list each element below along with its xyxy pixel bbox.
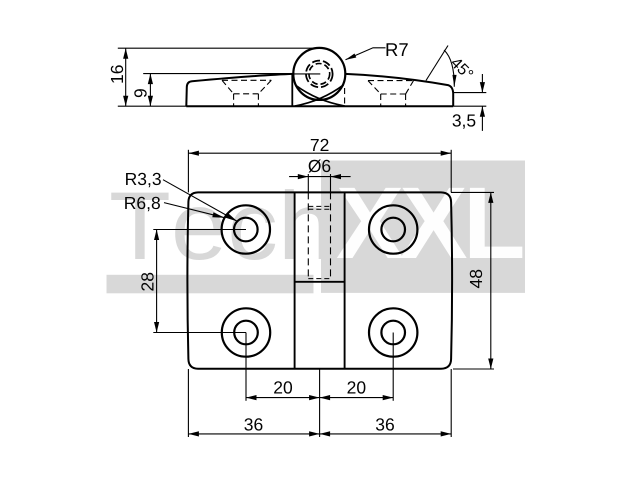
svg-text:36: 36: [375, 414, 394, 434]
svg-text:48: 48: [466, 269, 486, 288]
svg-text:45°: 45°: [447, 54, 476, 83]
svg-text:XXL: XXL: [336, 166, 523, 280]
svg-text:R6,8: R6,8: [124, 193, 161, 213]
svg-text:R3,3: R3,3: [125, 169, 162, 189]
svg-text:20: 20: [347, 377, 367, 397]
svg-text:28: 28: [138, 272, 158, 291]
svg-text:Ø6: Ø6: [308, 156, 331, 176]
svg-text:3,5: 3,5: [452, 110, 476, 130]
svg-text:9: 9: [131, 88, 151, 98]
svg-text:72: 72: [310, 135, 329, 155]
svg-text:36: 36: [244, 414, 263, 434]
svg-text:20: 20: [273, 377, 293, 397]
svg-text:R7: R7: [385, 39, 409, 60]
svg-text:16: 16: [107, 65, 127, 84]
